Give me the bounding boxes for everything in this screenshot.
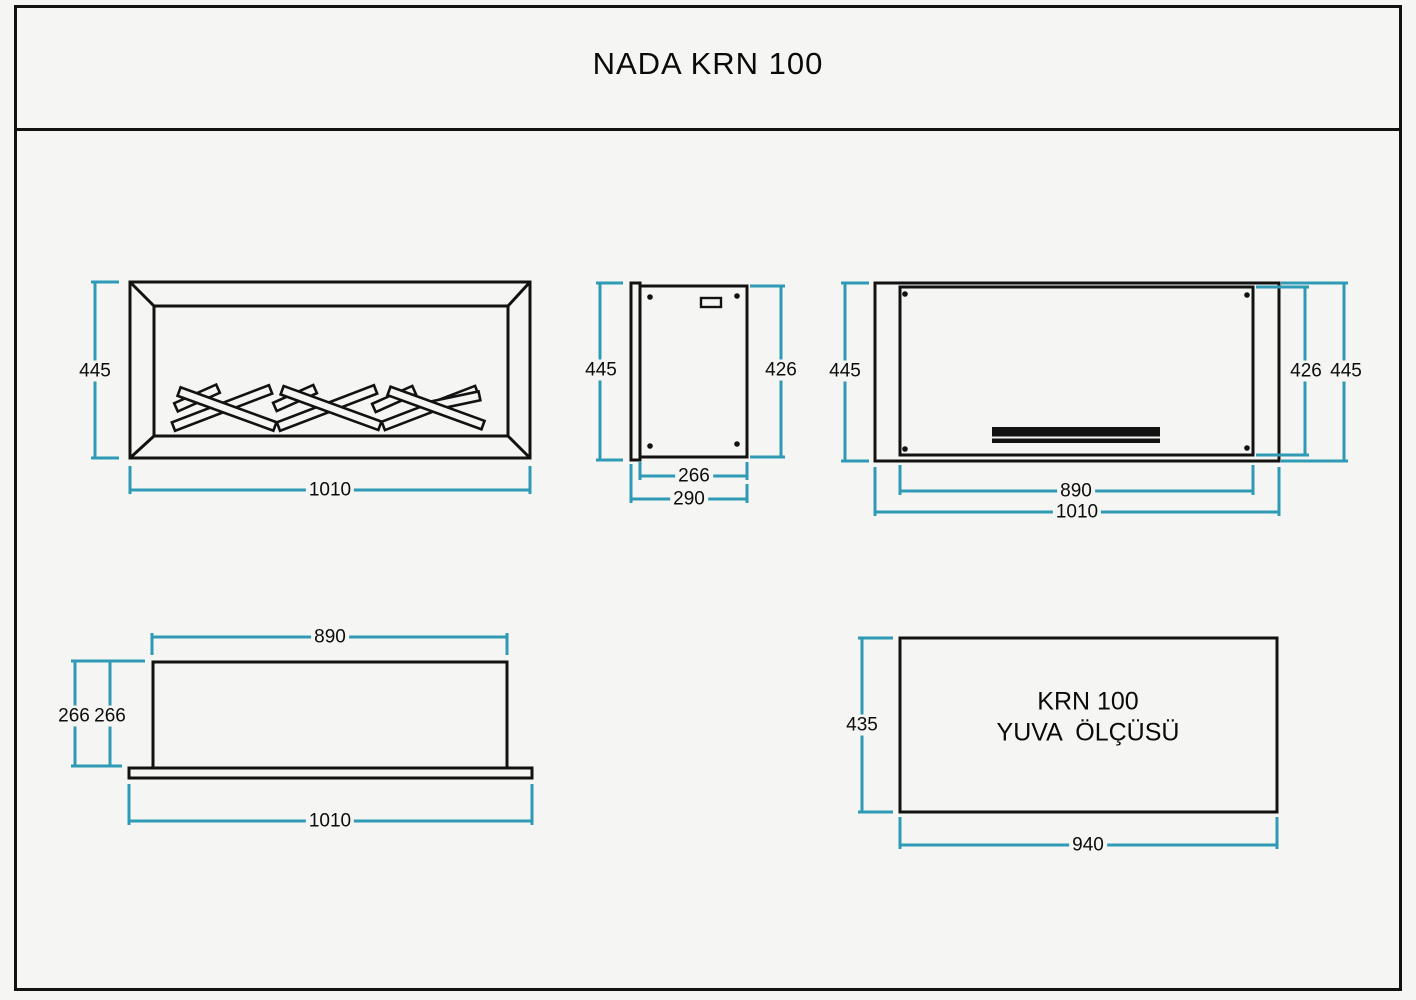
front-inner-frame (152, 304, 510, 438)
dim-label-niche-width: 940 (1069, 834, 1107, 856)
dim-label-side-total-depth: 290 (670, 488, 708, 510)
dim-label-back-width: 1010 (1052, 501, 1102, 523)
front-outer-frame (128, 280, 532, 460)
screw-hole (647, 294, 653, 300)
niche-title-line2: YUVA ÖLÇÜSÜ (996, 718, 1180, 747)
screw-hole (734, 293, 740, 299)
niche-view (858, 636, 1279, 849)
dim-label-back-height-right: 445 (1327, 360, 1365, 382)
dim-label-top-body-width: 890 (311, 626, 349, 648)
dim-label-top-depth-outer: 266 (55, 705, 93, 727)
screw-hole (902, 291, 908, 297)
dim-label-back-height-left: 445 (826, 360, 864, 382)
side-body (638, 284, 749, 459)
sheet-border (14, 5, 1402, 991)
niche-rect (898, 636, 1279, 814)
vent-slot (992, 427, 1160, 437)
screw-hole (647, 443, 653, 449)
dim-label-top-depth-inner: 266 (91, 705, 129, 727)
drawing-title: NADA KRN 100 (592, 46, 824, 81)
screw-hole (902, 446, 908, 452)
dim-label-side-height: 445 (582, 359, 620, 381)
title-band-separator (14, 128, 1402, 131)
dim-label-front-height: 445 (76, 360, 114, 382)
screw-hole (734, 441, 740, 447)
dim-label-top-width: 1010 (305, 810, 355, 832)
top-body (151, 660, 509, 770)
niche-title-line1: KRN 100 (1037, 687, 1139, 716)
screw-hole (1244, 292, 1250, 298)
dim-label-back-inner-width: 890 (1057, 480, 1095, 502)
vent-slot (992, 438, 1160, 443)
side-slot (699, 296, 723, 309)
dim-label-side-body-depth: 266 (675, 465, 713, 487)
dim-label-front-width: 1010 (305, 479, 355, 501)
top-view (71, 633, 534, 825)
log (385, 385, 487, 431)
screw-hole (1244, 445, 1250, 451)
dim-label-niche-height: 435 (843, 714, 881, 736)
front-frame-bevels (128, 280, 532, 460)
log (278, 384, 384, 432)
front-logs (170, 382, 487, 433)
back-outer-frame (873, 281, 1281, 463)
front-view (91, 280, 532, 494)
back-inner-panel (898, 285, 1255, 457)
top-flange (127, 766, 534, 780)
dim-label-back-body-height: 426 (1287, 360, 1325, 382)
dim-label-side-body-height: 426 (762, 359, 800, 381)
log (175, 385, 279, 433)
